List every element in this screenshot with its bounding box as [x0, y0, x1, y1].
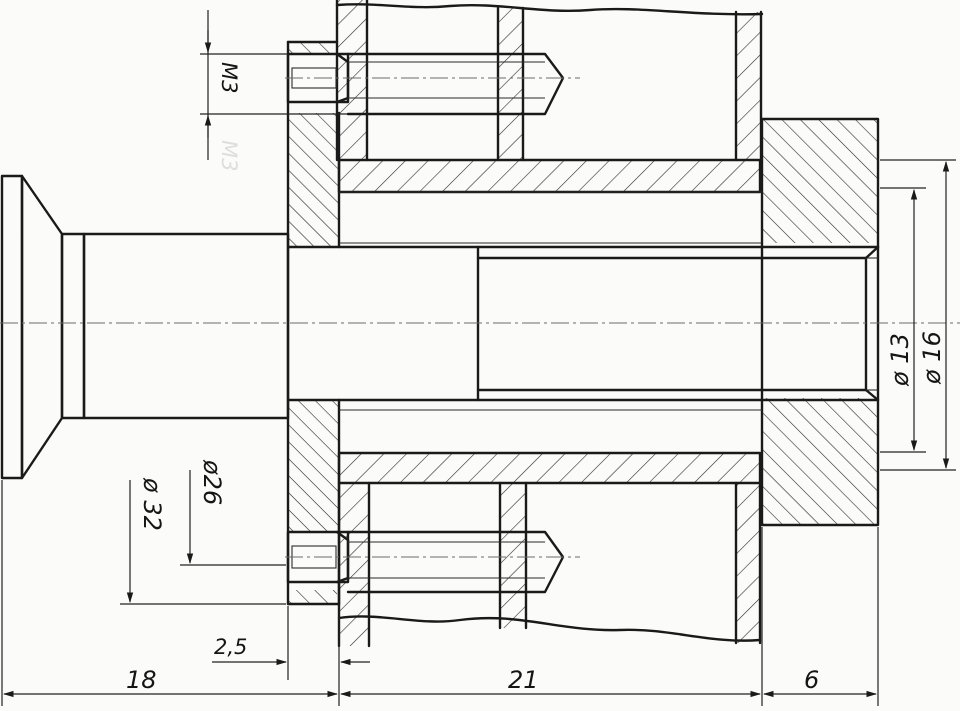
dimension-lines [1, 10, 956, 706]
dim-diameter-16: ø 16 [918, 331, 946, 385]
dim-len-6: 6 [804, 666, 819, 694]
dim-gap-2-5: 2,5 [214, 635, 247, 659]
dim-len-21: 21 [508, 666, 539, 694]
dim-len-18: 18 [126, 666, 157, 694]
dim-diameter-32: ø 32 [138, 477, 166, 531]
dim-thread-m3: M3 [217, 62, 241, 93]
dim-thread-m3-ghost: M3 [217, 140, 241, 171]
hatched-sections [288, 0, 878, 646]
dim-diameter-13: ø 13 [886, 333, 914, 387]
dimension-labels: 18 21 6 2,5 M3 M3 ø26 ø 32 ø 13 ø 16 [126, 62, 946, 694]
part-outlines [0, 0, 880, 648]
dim-diameter-26: ø26 [198, 459, 226, 505]
center-lines [0, 77, 960, 558]
